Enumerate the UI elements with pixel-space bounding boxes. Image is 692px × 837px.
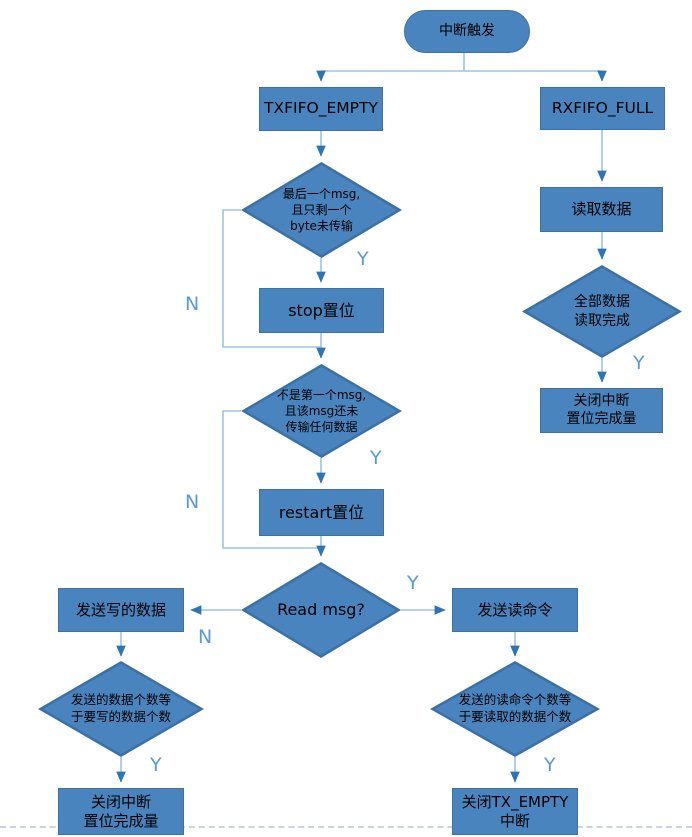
node-close-int-right: 关闭中断 置位完成量	[540, 388, 663, 433]
branch-label-not-first-no: N	[185, 491, 200, 513]
node-close-int-left-label: 关闭中断 置位完成量	[83, 793, 158, 831]
last-msg-line3: byte未传输	[290, 219, 353, 234]
all-read-line2: 读取完成	[574, 312, 630, 329]
branch-label-not-first-yes: Y	[370, 447, 382, 469]
branch-label-write-count-yes: Y	[150, 754, 162, 776]
read-cmd-count-line1: 发送的读命令个数等	[458, 692, 572, 708]
node-rxfifo-full-label: RXFIFO_FULL	[551, 98, 654, 117]
node-decision-read-cmd-count-text: 发送的读命令个数等 于要读取的数据个数	[459, 692, 572, 726]
node-close-int-left: 关闭中断 置位完成量	[58, 788, 184, 835]
node-rxfifo-full: RXFIFO_FULL	[540, 87, 665, 130]
node-decision-write-count-text: 发送的数据个数等 于要写的数据个数	[71, 692, 171, 726]
node-close-int-right-line1: 关闭中断	[573, 393, 630, 409]
node-stop-set: stop置位	[259, 288, 384, 333]
node-decision-last-msg-text: 最后一个msg, 且只剩一个 byte未传输	[283, 186, 360, 235]
branch-label-read-msg-no: N	[198, 626, 213, 648]
node-send-write-data-label: 发送写的数据	[75, 600, 166, 619]
node-send-read-cmd: 发送读命令	[452, 588, 578, 632]
node-restart-set: restart置位	[259, 489, 384, 536]
node-txfifo-empty: TXFIFO_EMPTY	[259, 87, 383, 131]
edge-start-split	[321, 53, 602, 72]
not-first-line3: 传输任何数据	[285, 420, 358, 435]
node-start: 中断触发	[404, 10, 530, 53]
node-txfifo-empty-label: TXFIFO_EMPTY	[264, 99, 378, 118]
not-first-line1: 不是第一个msg,	[276, 387, 367, 402]
last-msg-line1: 最后一个msg,	[282, 186, 361, 201]
node-read-data-label: 读取数据	[571, 200, 632, 219]
node-close-tx-empty-label: 关闭TX_EMPTY 中断	[462, 793, 569, 831]
node-decision-all-data-read-text: 全部数据 读取完成	[574, 293, 630, 331]
page-boundary-dashed-line	[0, 826, 692, 828]
node-close-tx-empty-line1: 关闭TX_EMPTY	[461, 792, 569, 811]
branch-label-last-msg-yes: Y	[357, 248, 369, 270]
node-close-int-right-line2: 置位完成量	[566, 410, 637, 427]
all-read-line1: 全部数据	[574, 293, 630, 310]
node-send-write-data: 发送写的数据	[58, 588, 184, 632]
branch-label-last-msg-no: N	[185, 293, 200, 315]
read-cmd-count-line2: 于要读取的数据个数	[458, 709, 572, 724]
node-decision-not-first-msg-text: 不是第一个msg, 且该msg还未 传输任何数据	[277, 387, 366, 436]
last-msg-line2: 且只剩一个	[291, 202, 352, 217]
node-close-tx-empty-line2: 中断	[499, 811, 530, 830]
branch-label-read-msg-yes: Y	[407, 572, 419, 594]
read-msg-text: Read msg?	[277, 600, 365, 620]
node-close-int-left-line2: 置位完成量	[83, 811, 159, 830]
node-send-read-cmd-label: 发送读命令	[477, 600, 553, 619]
edge-notfirst-no-bypass	[222, 410, 321, 549]
branch-label-read-cmd-count-yes: Y	[544, 754, 556, 776]
node-start-label: 中断触发	[439, 22, 495, 39]
edge-lastmsg-no-bypass	[222, 209, 321, 348]
write-count-line1: 发送的数据个数等	[70, 692, 171, 708]
write-count-line2: 于要写的数据个数	[70, 709, 171, 724]
branch-label-all-read-yes: Y	[633, 352, 645, 374]
node-close-int-right-label: 关闭中断 置位完成量	[567, 393, 637, 428]
node-stop-set-label: stop置位	[288, 300, 355, 320]
node-restart-set-label: restart置位	[278, 502, 365, 522]
not-first-line2: 且该msg还未	[284, 403, 359, 418]
node-close-int-left-line1: 关闭中断	[90, 792, 151, 811]
node-close-tx-empty: 关闭TX_EMPTY 中断	[452, 788, 578, 835]
node-read-data: 读取数据	[540, 187, 663, 232]
